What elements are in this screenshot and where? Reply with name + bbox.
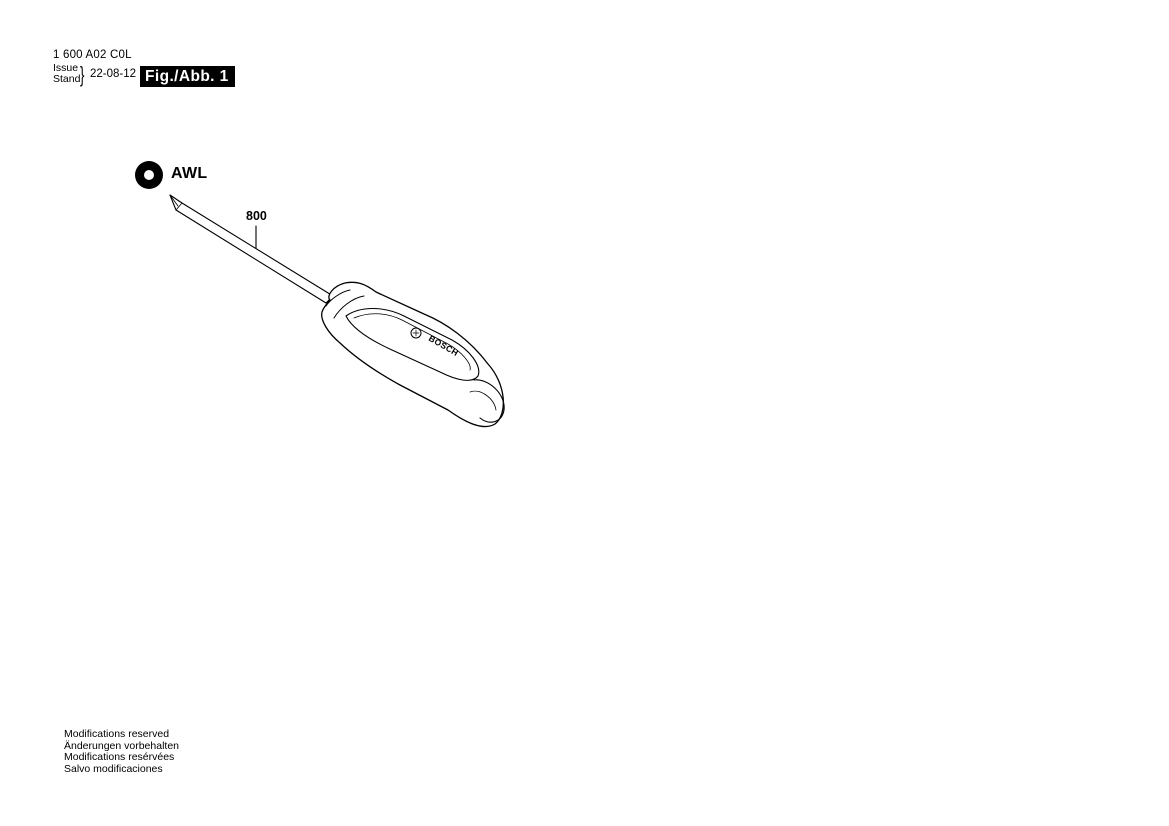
footer-notes: Modifications reserved Änderungen vorbeh… — [64, 728, 180, 775]
issue-labels: Issue Stand — [53, 63, 80, 85]
bosch-logo-icon — [410, 327, 422, 339]
issue-label: Issue — [53, 62, 79, 74]
stand-label: Stand — [53, 73, 81, 85]
tool-bullet-icon — [135, 161, 163, 189]
issue-brace: } — [80, 62, 85, 87]
awl-handle — [321, 281, 505, 428]
footer-line: Salvo modificaciones — [64, 762, 163, 775]
issue-date: 22-08-12 — [90, 68, 137, 80]
footer-line: Modifications resérvées — [64, 751, 175, 763]
part-number: 1 600 A02 C0L — [53, 49, 132, 61]
tool-title: AWL — [171, 165, 208, 182]
awl-blade — [169, 194, 334, 304]
figure-label: Fig./Abb. 1 — [140, 66, 235, 87]
footer-line: Modifications reserved — [64, 728, 170, 740]
footer-line: Änderungen vorbehalten — [64, 739, 180, 752]
part-callout-800: 800 — [246, 209, 267, 223]
